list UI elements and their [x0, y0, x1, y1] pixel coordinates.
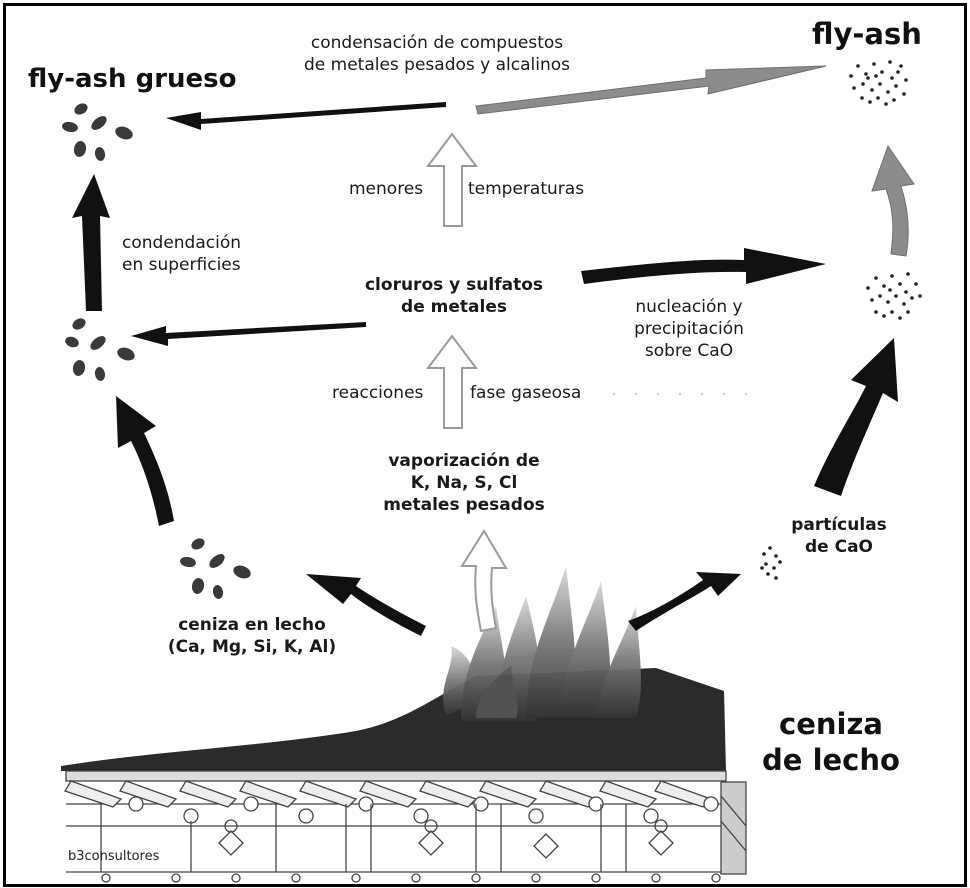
arrow-nucleation-to-fly-ash: [871, 144, 915, 257]
label-vaporizacion: vaporización de K, Na, S, Cl metales pes…: [364, 450, 564, 516]
coarse-particles-middle: [65, 318, 135, 381]
label-ceniza-de-lecho-line-2: de lecho: [762, 743, 900, 777]
grate-bars: [64, 780, 713, 808]
label-fase-gaseosa: fase gaseosa: [470, 383, 582, 403]
arrow-vaporization-up: [460, 529, 508, 633]
label-cloruros-line-1: cloruros y sulfatos: [364, 275, 543, 295]
label-condendacion-line-1: condendación: [122, 233, 241, 253]
fine-particles-fly-ash: [849, 60, 908, 106]
diagram-graphics: [61, 60, 922, 883]
label-menores: menores: [349, 179, 424, 199]
label-nucleacion-line-2: precipitación: [634, 319, 744, 339]
arrow-to-fly-ash-top: [475, 65, 827, 115]
arrow-flame-to-cao: [628, 572, 741, 631]
diagram-frame: fly-ash fly-ash grueso condensación de c…: [3, 3, 967, 887]
coarse-particles-top: [62, 103, 133, 161]
arrow-to-fly-ash-grueso-top: [166, 102, 446, 130]
label-cloruros-line-2: de metales: [401, 297, 507, 317]
bed-ash-particles: [180, 538, 251, 599]
label-nucleacion-line-1: nucleación y: [635, 297, 743, 317]
label-particulas: partículas de CaO: [784, 514, 894, 558]
label-reacciones: reacciones: [332, 383, 424, 403]
arrow-left-up: [72, 174, 110, 311]
credit-text: b3consultores: [68, 849, 160, 864]
label-ceniza-de-lecho-line-1: ceniza: [779, 707, 883, 741]
grate-supports: [100, 804, 627, 872]
arrow-cao-to-nucleation: [814, 338, 898, 496]
arrow-to-nucleation: [581, 248, 826, 284]
label-vaporizacion-line-2: K, Na, S, Cl: [410, 473, 518, 493]
fine-particles-cao: [760, 546, 782, 580]
grate-machinery: [64, 770, 747, 883]
grate-feet: [101, 873, 721, 883]
label-cloruros: cloruros y sulfatos de metales: [354, 274, 554, 318]
label-ceniza-en-lecho-line-1: ceniza en lecho: [178, 615, 326, 635]
label-ceniza-de-lecho: ceniza de lecho: [751, 706, 911, 778]
arrow-flame-to-bed-ash: [306, 574, 426, 636]
label-ceniza-en-lecho-line-2: (Ca, Mg, Si, K, Al): [167, 637, 337, 657]
faint-dots: [612, 392, 748, 396]
label-condendacion-line-2: en superficies: [122, 255, 241, 275]
grate-rollers: [128, 796, 719, 824]
label-fly-ash-grueso: fly-ash grueso: [28, 64, 237, 94]
label-particulas-line-1: partículas: [791, 515, 887, 535]
label-ceniza-en-lecho: ceniza en lecho (Ca, Mg, Si, K, Al): [152, 614, 352, 658]
grate-valves: [218, 819, 674, 859]
label-condendacion: condendación en superficies: [122, 232, 241, 276]
label-vaporizacion-line-1: vaporización de: [388, 451, 540, 471]
label-condensacion-line-2: de metales pesados y alcalinos: [303, 55, 571, 75]
arrow-reacciones-fase-gaseosa: [426, 334, 478, 429]
arrow-to-fly-ash-grueso-middle: [131, 322, 366, 346]
arrow-menores-temperaturas: [426, 132, 478, 227]
flame-icon: [443, 566, 641, 721]
label-vaporizacion-line-3: metales pesados: [383, 495, 545, 515]
label-particulas-line-2: de CaO: [804, 537, 874, 557]
fine-particles-nucleation: [866, 272, 922, 320]
label-nucleacion: nucleación y precipitación sobre CaO: [614, 296, 764, 362]
arrow-left-curved-up: [116, 396, 174, 526]
label-temperaturas: temperaturas: [468, 179, 585, 199]
label-condensacion-line-1: condensación de compuestos: [310, 33, 564, 53]
label-fly-ash: fly-ash: [812, 17, 922, 51]
label-nucleacion-line-3: sobre CaO: [644, 341, 734, 361]
label-condensacion: condensación de compuestos de metales pe…: [282, 32, 592, 76]
